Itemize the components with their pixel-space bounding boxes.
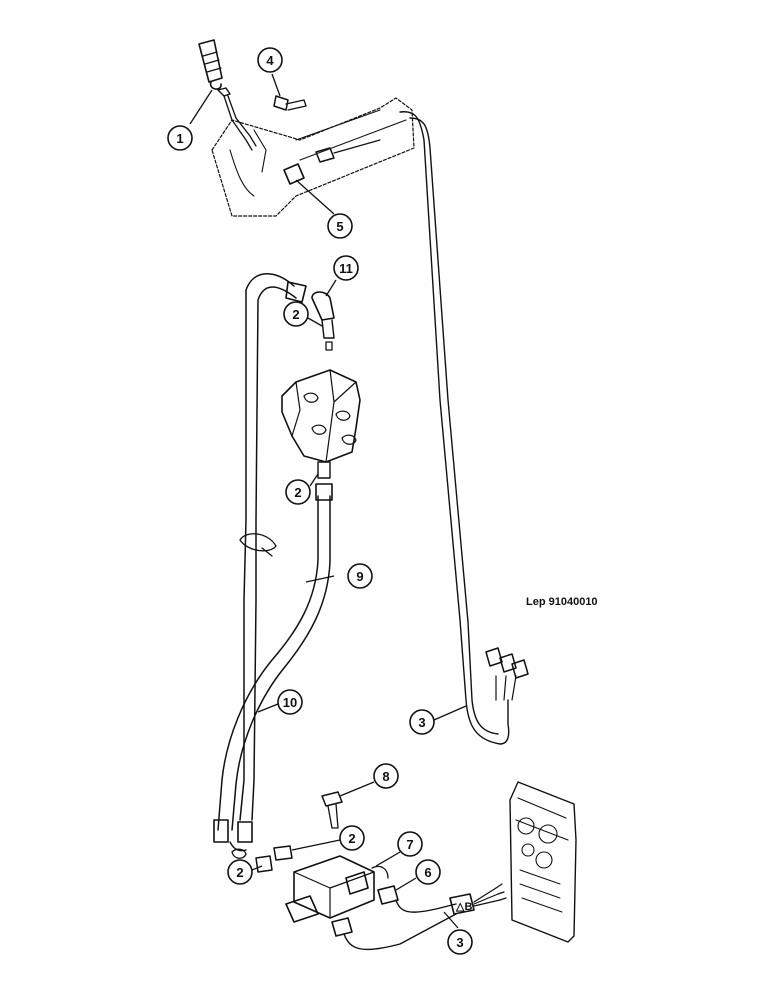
lower-wire-harness: △B <box>331 883 507 951</box>
callout-2-lower-right-label: 2 <box>348 831 355 846</box>
wire-harness-cable <box>399 111 529 745</box>
callout-9-label: 9 <box>356 569 363 584</box>
callout-1 <box>167 125 193 151</box>
callout-8-label: 8 <box>382 769 389 784</box>
hydraulic-hose-9 <box>213 483 333 852</box>
solenoid-valve <box>285 855 389 923</box>
callout-2-middle-label: 2 <box>294 485 301 500</box>
callout-5 <box>327 213 353 239</box>
small-connector-part <box>273 95 307 111</box>
hydraulic-hose-10 <box>239 273 307 821</box>
instrument-panel <box>509 781 577 943</box>
callout-2-middle <box>285 479 311 505</box>
reference-code: Lep 91040010 <box>526 596 598 608</box>
callout-5-label: 5 <box>336 219 343 234</box>
joystick-lever <box>198 39 257 151</box>
callout-2-upper-label: 2 <box>292 307 299 322</box>
hydraulic-valve-block <box>281 291 361 479</box>
callout-7 <box>397 831 423 857</box>
callout-11-label: 11 <box>339 261 353 276</box>
callouts: 1 4 5 11 2 2 9 10 3 <box>167 47 473 955</box>
screw-part-8 <box>321 791 343 829</box>
callout-10-label: 10 <box>283 695 297 710</box>
callout-3-lower <box>447 929 473 955</box>
callout-7-label: 7 <box>406 837 413 852</box>
callout-2-lower-left-label: 2 <box>236 865 243 880</box>
control-console <box>211 97 415 217</box>
callout-10 <box>277 689 303 715</box>
callout-4-label: 4 <box>266 53 274 68</box>
callout-4 <box>257 47 283 73</box>
callout-6-label: 6 <box>424 865 431 880</box>
callout-6 <box>415 859 441 885</box>
callout-3-lower-label: 3 <box>456 935 463 950</box>
callout-1-label: 1 <box>176 131 183 146</box>
callout-11 <box>333 255 359 281</box>
callout-2-lower-right <box>339 825 365 851</box>
callout-2-lower-left <box>227 859 253 885</box>
connector-label: △B <box>455 901 472 913</box>
callout-8 <box>373 763 399 789</box>
callout-3-upper <box>409 709 435 735</box>
callout-2-upper <box>283 301 309 327</box>
callout-9 <box>347 563 373 589</box>
callout-3-upper-label: 3 <box>418 715 425 730</box>
